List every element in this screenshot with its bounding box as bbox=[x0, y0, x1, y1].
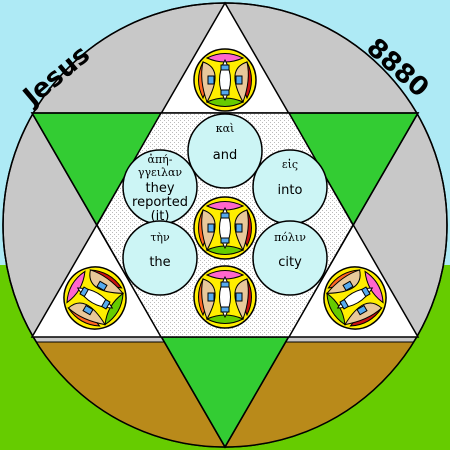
word-circle-city: πόλιν city bbox=[252, 220, 328, 296]
word-circle-and: καὶ and bbox=[187, 113, 263, 189]
english-word: city bbox=[278, 255, 302, 270]
greek-word: πόλιν bbox=[274, 231, 306, 244]
top-ornament bbox=[193, 48, 257, 112]
greek-word-line2: γγειλαν bbox=[138, 166, 183, 179]
english-word: into bbox=[278, 183, 303, 198]
word-circle-they-reported: ἀπή- γγειλαν they reported (it) bbox=[122, 149, 198, 225]
center-ornament-lower bbox=[193, 265, 257, 329]
center-ornament-upper bbox=[193, 196, 257, 260]
english-word-line3: (it) bbox=[151, 209, 170, 224]
english-word-line2: reported bbox=[132, 195, 188, 210]
english-word-line1: they bbox=[145, 181, 174, 196]
word-circle-the: τὴν the bbox=[122, 220, 198, 296]
word-circle-into: εἰς into bbox=[252, 149, 328, 225]
english-word: the bbox=[149, 255, 170, 270]
greek-word: καὶ bbox=[216, 122, 235, 135]
greek-word: τὴν bbox=[150, 231, 170, 244]
greek-word: εἰς bbox=[282, 158, 298, 171]
greek-word-line1: ἀπή- bbox=[148, 153, 173, 166]
english-word: and bbox=[213, 148, 237, 163]
